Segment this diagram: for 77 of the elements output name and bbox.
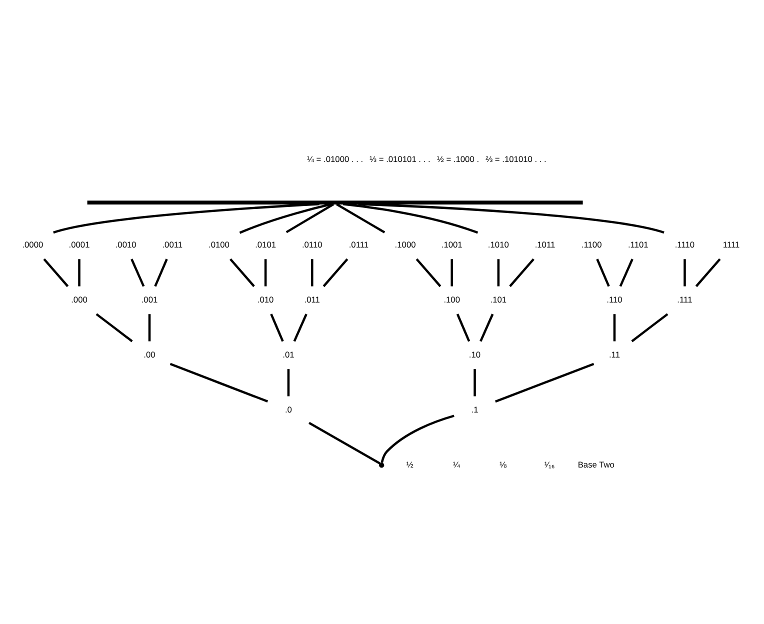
node-text: .1011 bbox=[534, 238, 556, 249]
node-text: .1001 bbox=[441, 238, 462, 249]
node-text: .0111 bbox=[348, 238, 369, 249]
node-text: .1101 bbox=[628, 238, 648, 249]
connector bbox=[695, 258, 721, 287]
connector bbox=[474, 368, 476, 396]
node-text: .101 bbox=[490, 294, 507, 304]
node-text: .01 bbox=[282, 348, 294, 359]
label: ⅔ = .101010 . . . bbox=[486, 153, 546, 164]
label: ¹⁄₁₆ bbox=[544, 458, 555, 469]
node-text: .000 bbox=[71, 294, 88, 304]
node-text: .1010 bbox=[488, 238, 509, 249]
connector bbox=[450, 258, 453, 286]
connector bbox=[130, 258, 145, 286]
label: Base Two bbox=[578, 458, 614, 469]
node-text: .1110 bbox=[674, 238, 695, 249]
node-text: .1000 bbox=[394, 238, 416, 249]
node-text: .0011 bbox=[162, 238, 183, 249]
connector bbox=[286, 202, 334, 233]
connector bbox=[509, 258, 534, 287]
connector bbox=[380, 414, 454, 462]
node-bar bbox=[87, 200, 583, 204]
connector bbox=[631, 312, 668, 342]
connector bbox=[343, 202, 478, 234]
connector bbox=[684, 258, 686, 286]
connector bbox=[311, 258, 314, 286]
node-text: .11 bbox=[608, 348, 620, 359]
node-text: .111 bbox=[677, 294, 692, 304]
connector bbox=[239, 202, 332, 234]
node-text: .00 bbox=[144, 348, 156, 359]
connector bbox=[480, 313, 494, 342]
connector bbox=[497, 258, 500, 286]
label: ½ = .1000 . bbox=[436, 153, 480, 164]
label: ⅓ = .010101 . . . bbox=[370, 153, 430, 164]
connector bbox=[293, 313, 308, 342]
connector bbox=[596, 258, 610, 286]
node-text: .010 bbox=[257, 294, 274, 304]
connector bbox=[322, 258, 348, 287]
node-text: .0 bbox=[284, 404, 292, 414]
label: ¼ = .01000 . . . bbox=[306, 153, 364, 164]
connector bbox=[230, 258, 255, 287]
node-text: .0110 bbox=[302, 238, 322, 249]
connector bbox=[148, 314, 151, 341]
connector bbox=[154, 258, 168, 286]
connector bbox=[358, 202, 664, 234]
node-text: .0010 bbox=[115, 238, 136, 249]
node-text: .001 bbox=[141, 294, 158, 304]
connector bbox=[494, 362, 594, 402]
node-text: .0000 bbox=[22, 238, 44, 249]
node-text: .0101 bbox=[255, 238, 276, 249]
connector bbox=[287, 368, 290, 396]
connector bbox=[456, 313, 470, 342]
node-text: .1 bbox=[471, 404, 478, 414]
node-text: .011 bbox=[304, 294, 320, 304]
connector bbox=[264, 258, 267, 286]
node-text: .0001 bbox=[68, 238, 90, 249]
label: ⅛ bbox=[500, 458, 507, 469]
label: ½ bbox=[406, 458, 414, 469]
connector bbox=[96, 312, 133, 342]
connector bbox=[416, 258, 442, 287]
node-text: .0100 bbox=[208, 238, 230, 249]
node-text: .100 bbox=[444, 294, 460, 304]
node-text: .1100 bbox=[581, 238, 602, 249]
connector bbox=[270, 313, 284, 342]
connector bbox=[336, 202, 386, 233]
connector bbox=[170, 362, 268, 402]
label: ¼ bbox=[452, 458, 460, 469]
node-point bbox=[379, 462, 384, 468]
node-text: .10 bbox=[468, 348, 481, 359]
node-text: 1111 bbox=[722, 238, 740, 249]
connector bbox=[53, 202, 320, 234]
connector bbox=[78, 258, 80, 286]
connector bbox=[613, 314, 616, 341]
connector bbox=[619, 258, 634, 286]
connector bbox=[43, 258, 69, 287]
connector bbox=[308, 421, 381, 464]
node-text: .110 bbox=[606, 294, 622, 304]
